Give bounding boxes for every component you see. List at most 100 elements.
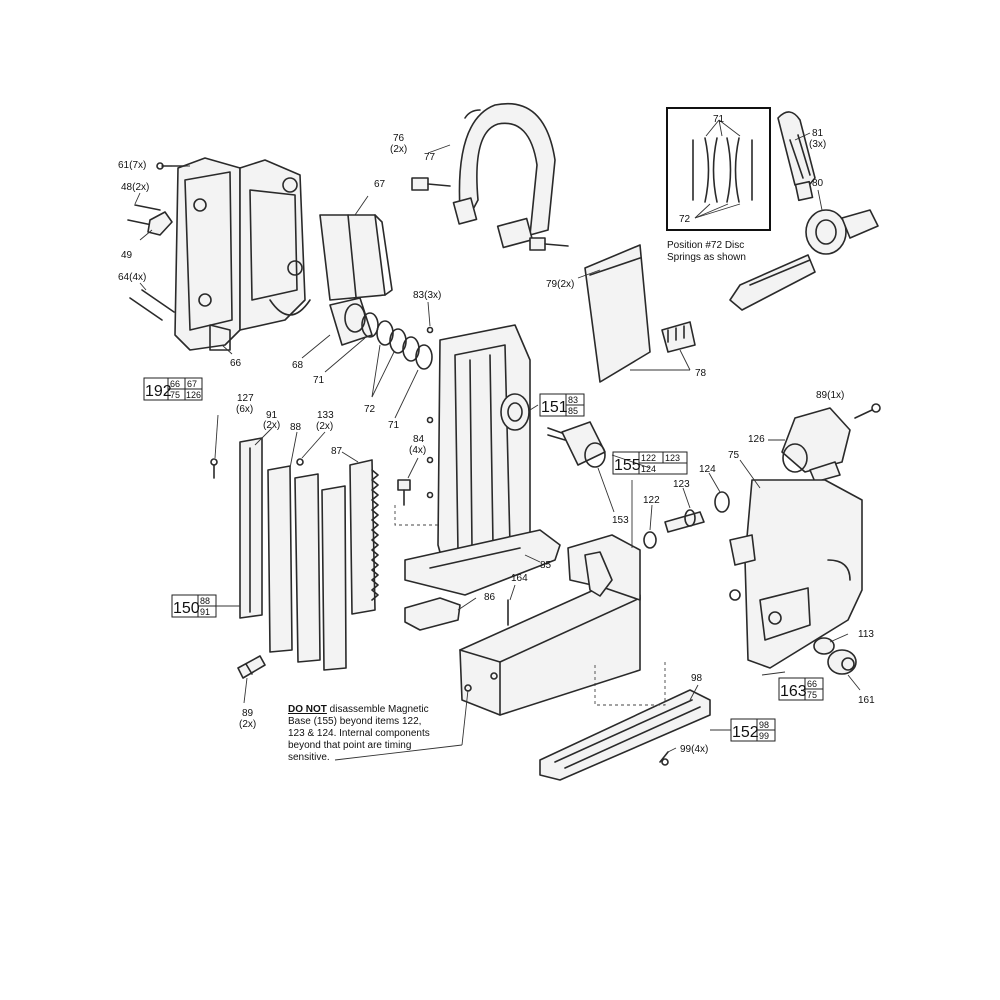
callout-76-qty: (2x): [390, 144, 407, 155]
leader-lines: [134, 132, 861, 761]
callout-64: 64(4x): [118, 272, 146, 283]
svg-text:DO NOT disassemble Magnetic: DO NOT disassemble Magnetic: [288, 704, 429, 715]
svg-text:98: 98: [759, 720, 769, 730]
callout-124: 124: [699, 464, 716, 475]
clamp-part-49: [147, 211, 173, 236]
callout-labels: 61(7x) 48(2x) 49 64(4x) 66 67 68 71 72 7…: [118, 114, 875, 755]
callout-127: 127: [237, 393, 254, 404]
disc-springs-part-71-72: [361, 312, 433, 370]
svg-text:sensitive.: sensitive.: [288, 752, 330, 763]
column-assembly-part-151: [404, 324, 561, 596]
callout-71b: 71: [388, 420, 400, 431]
svg-text:151: 151: [541, 399, 568, 416]
callout-80: 80: [812, 178, 824, 189]
screw-part-89-top: [854, 403, 881, 419]
svg-text:192: 192: [145, 383, 172, 400]
svg-text:123: 123: [665, 453, 680, 463]
callout-75: 75: [728, 450, 740, 461]
callout-123: 123: [673, 479, 690, 490]
callout-68: 68: [292, 360, 304, 371]
callout-127-qty: (6x): [236, 404, 253, 415]
screw-part-133: [296, 458, 304, 466]
callout-81: 81: [812, 128, 824, 139]
callout-89-top: 89(1x): [816, 390, 844, 401]
knob-part-126: [781, 407, 851, 483]
callout-76: 76: [393, 133, 405, 144]
inset-callout-72: 72: [679, 214, 691, 225]
retaining-ring-part-124: [714, 491, 730, 513]
pad-part-161: [827, 649, 857, 675]
cover-part-67: [319, 214, 393, 301]
rail-part-152: [539, 689, 711, 781]
callout-89-bottom: 89: [242, 708, 254, 719]
callout-78: 78: [695, 368, 707, 379]
callout-161: 161: [858, 695, 875, 706]
circuit-board-part-78: [584, 244, 696, 383]
svg-text:122: 122: [641, 453, 656, 463]
callout-66: 66: [230, 358, 242, 369]
disc-spring-inset: [666, 107, 771, 231]
assembly-box-155: 155 122 123 124: [612, 451, 688, 475]
svg-text:75: 75: [170, 390, 180, 400]
callout-84-qty: (4x): [409, 445, 426, 456]
bushing-part-68: [329, 297, 373, 346]
callout-72a: 72: [364, 404, 376, 415]
screw-part-48: [127, 204, 161, 226]
callout-99: 99(4x): [680, 744, 708, 755]
gib-assembly-part-150: [239, 437, 379, 671]
disassembly-warning-note: DO NOT disassemble Magnetic Base (155) b…: [288, 704, 430, 763]
callout-49: 49: [121, 250, 133, 261]
callout-88: 88: [290, 422, 302, 433]
callout-84: 84: [413, 434, 425, 445]
svg-text:155: 155: [614, 457, 641, 474]
callout-153: 153: [612, 515, 629, 526]
pinion-part-153: [547, 421, 606, 468]
callout-77: 77: [424, 152, 436, 163]
callout-126: 126: [748, 434, 765, 445]
svg-text:99: 99: [759, 731, 769, 741]
spacer-part-86: [404, 597, 461, 631]
svg-text:152: 152: [732, 724, 759, 741]
svg-text:83: 83: [568, 395, 578, 405]
shaft-part-123: [664, 509, 705, 533]
callout-85: 85: [540, 560, 552, 571]
callout-91: 91: [266, 410, 278, 421]
screw-part-127: [210, 458, 218, 479]
svg-text:66: 66: [807, 679, 817, 689]
callout-86: 86: [484, 592, 496, 603]
callout-83: 83(3x): [413, 290, 441, 301]
callout-89-bottom-qty: (2x): [239, 719, 256, 730]
callout-81-qty: (3x): [809, 139, 826, 150]
svg-text:124: 124: [641, 464, 656, 474]
svg-text:163: 163: [780, 683, 807, 700]
side-plate-part-66: [174, 157, 311, 351]
svg-text:85: 85: [568, 406, 578, 416]
svg-text:beyond that point are timing: beyond that point are timing: [288, 740, 411, 751]
callout-71a: 71: [313, 375, 325, 386]
svg-text:66: 66: [170, 379, 180, 389]
callout-133-qty: (2x): [316, 421, 333, 432]
knob-part-81: [777, 111, 816, 202]
assembly-box-151: 151 83 85: [539, 393, 585, 417]
svg-text:Position #72 Disc: Position #72 Disc: [667, 240, 744, 251]
svg-text:Springs as shown: Springs as shown: [667, 252, 746, 263]
callout-67: 67: [374, 179, 386, 190]
assembly-box-192: 192 66 67 75 126: [143, 377, 203, 401]
magnetic-base-part-155: [459, 534, 641, 716]
handle-part-77: [452, 103, 556, 249]
svg-text:91: 91: [200, 607, 210, 617]
screw-part-84: [397, 479, 411, 506]
screw-part-89-bottom: [237, 655, 266, 679]
assembly-box-150: 150 88 91: [171, 594, 240, 618]
inset-callout-71: 71: [713, 114, 725, 125]
callout-61: 61(7x): [118, 160, 146, 171]
svg-text:67: 67: [187, 379, 197, 389]
callout-87: 87: [331, 446, 343, 457]
callout-164: 164: [511, 573, 528, 584]
screw-part-76: [411, 177, 569, 251]
callout-79: 79(2x): [546, 279, 574, 290]
washer-part-122: [643, 531, 657, 549]
callout-48: 48(2x): [121, 182, 149, 193]
